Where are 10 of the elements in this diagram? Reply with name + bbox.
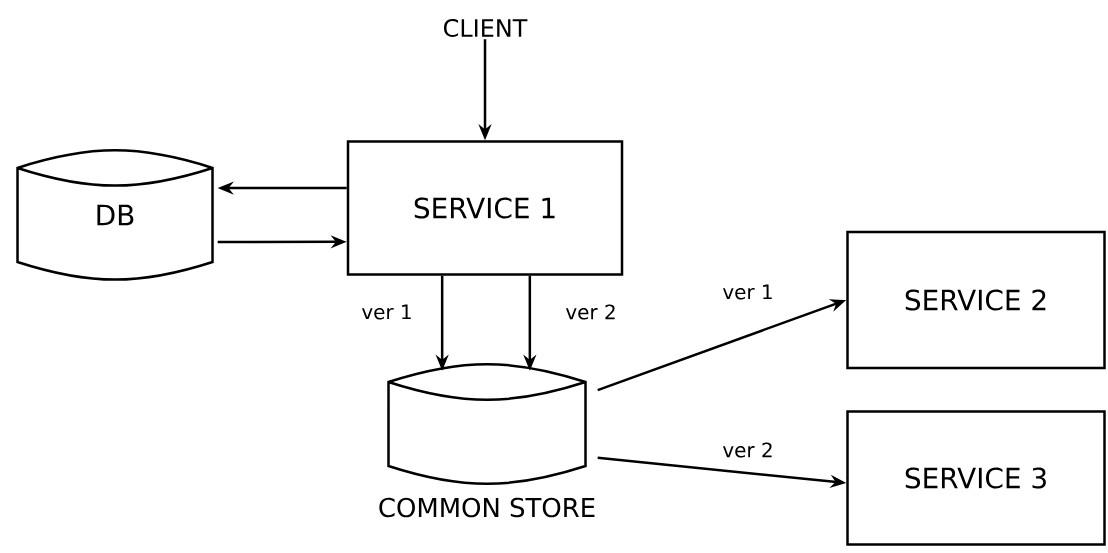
database-cylinder: DB xyxy=(16,149,214,281)
edge-label: ver 1 xyxy=(359,302,415,322)
store-cylinder: COMMON STORE xyxy=(379,362,595,518)
service-box: SERVICE 3 xyxy=(846,410,1106,546)
client-label: CLIENT xyxy=(444,18,528,38)
edge-label: ver 2 xyxy=(720,440,776,460)
edge-label: ver 1 xyxy=(720,282,776,302)
service-box: SERVICE 1 xyxy=(346,140,624,276)
service-box: SERVICE 2 xyxy=(846,230,1106,370)
edge-label: ver 2 xyxy=(563,302,619,322)
